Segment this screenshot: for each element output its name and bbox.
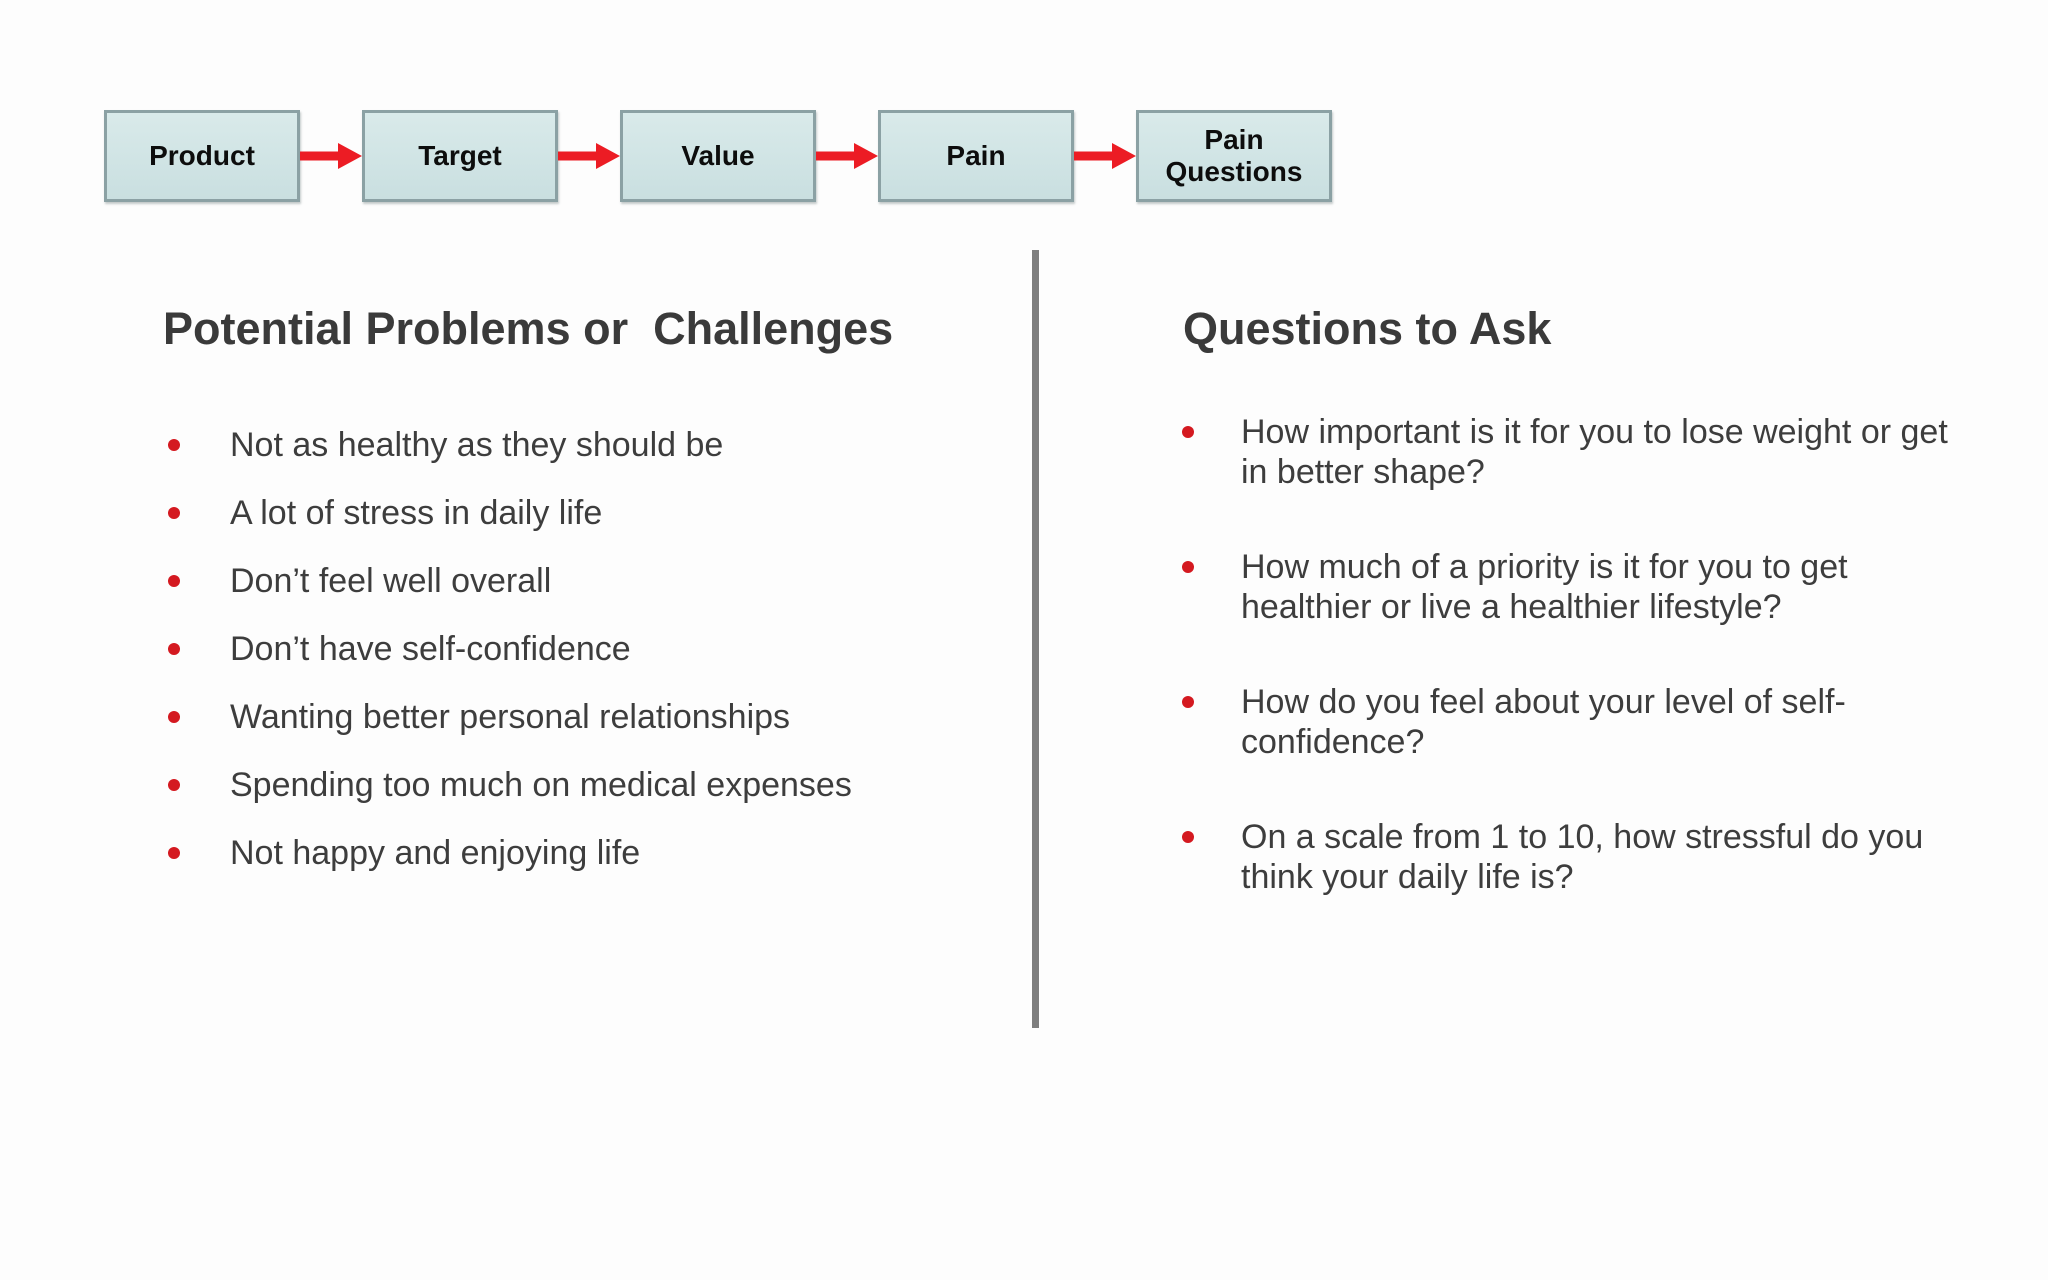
list-item-text: How do you feel about your level of self… [1241,683,1846,761]
flow-diagram: Product Target Value Pain Pain Questions [104,110,1332,202]
list-item-text: Don’t have self-confidence [230,630,631,668]
bullet-icon [1182,561,1194,573]
flow-box-label: Product [149,139,255,171]
list-item: Don’t have self-confidence [166,628,946,670]
bullet-icon [168,847,180,859]
list-item-text: Not as healthy as they should be [230,426,724,464]
list-item-text: How important is it for you to lose weig… [1241,413,1948,491]
right-column-heading: Questions to Ask [1183,303,1552,355]
bullet-icon [168,507,180,519]
list-item: How do you feel about your level of self… [1180,682,1970,762]
flow-arrow-icon [300,143,362,169]
bullet-icon [1182,831,1194,843]
list-item: A lot of stress in daily life [166,492,946,534]
flow-box-label: Pain Questions [1165,123,1303,187]
flow-box-product: Product [104,110,300,202]
bullet-icon [168,643,180,655]
list-item: Spending too much on medical expenses [166,764,946,806]
list-item: Not happy and enjoying life [166,832,946,874]
flow-arrow-icon [558,143,620,169]
flow-box-target: Target [362,110,558,202]
flow-box-label: Target [418,139,502,171]
left-column-heading: Potential Problems or Challenges [163,303,894,355]
flow-box-pain-questions: Pain Questions [1136,110,1332,202]
flow-box-label: Pain [946,139,1006,171]
flow-arrow-icon [816,143,878,169]
bullet-icon [168,711,180,723]
list-item-text: Not happy and enjoying life [230,834,641,872]
list-item: Don’t feel well overall [166,560,946,602]
column-divider [1032,250,1039,1028]
bullet-icon [168,575,180,587]
list-item: On a scale from 1 to 10, how stressful d… [1180,817,1970,897]
list-item: How much of a priority is it for you to … [1180,547,1970,627]
list-item-text: How much of a priority is it for you to … [1241,548,1848,626]
flow-arrow-icon [1074,143,1136,169]
flow-box-pain: Pain [878,110,1074,202]
list-item-text: Don’t feel well overall [230,562,552,600]
questions-list: How important is it for you to lose weig… [1180,412,1970,952]
flow-box-value: Value [620,110,816,202]
bullet-icon [1182,426,1194,438]
problems-list: Not as healthy as they should be A lot o… [166,424,946,900]
flow-box-label: Value [681,139,755,171]
list-item-text: Spending too much on medical expenses [230,766,852,804]
bullet-icon [168,779,180,791]
list-item: Not as healthy as they should be [166,424,946,466]
bullet-icon [1182,696,1194,708]
list-item: Wanting better personal relationships [166,696,946,738]
list-item-text: A lot of stress in daily life [230,494,603,532]
list-item-text: Wanting better personal relationships [230,698,791,736]
list-item-text: On a scale from 1 to 10, how stressful d… [1241,818,1924,896]
bullet-icon [168,439,180,451]
list-item: How important is it for you to lose weig… [1180,412,1970,492]
